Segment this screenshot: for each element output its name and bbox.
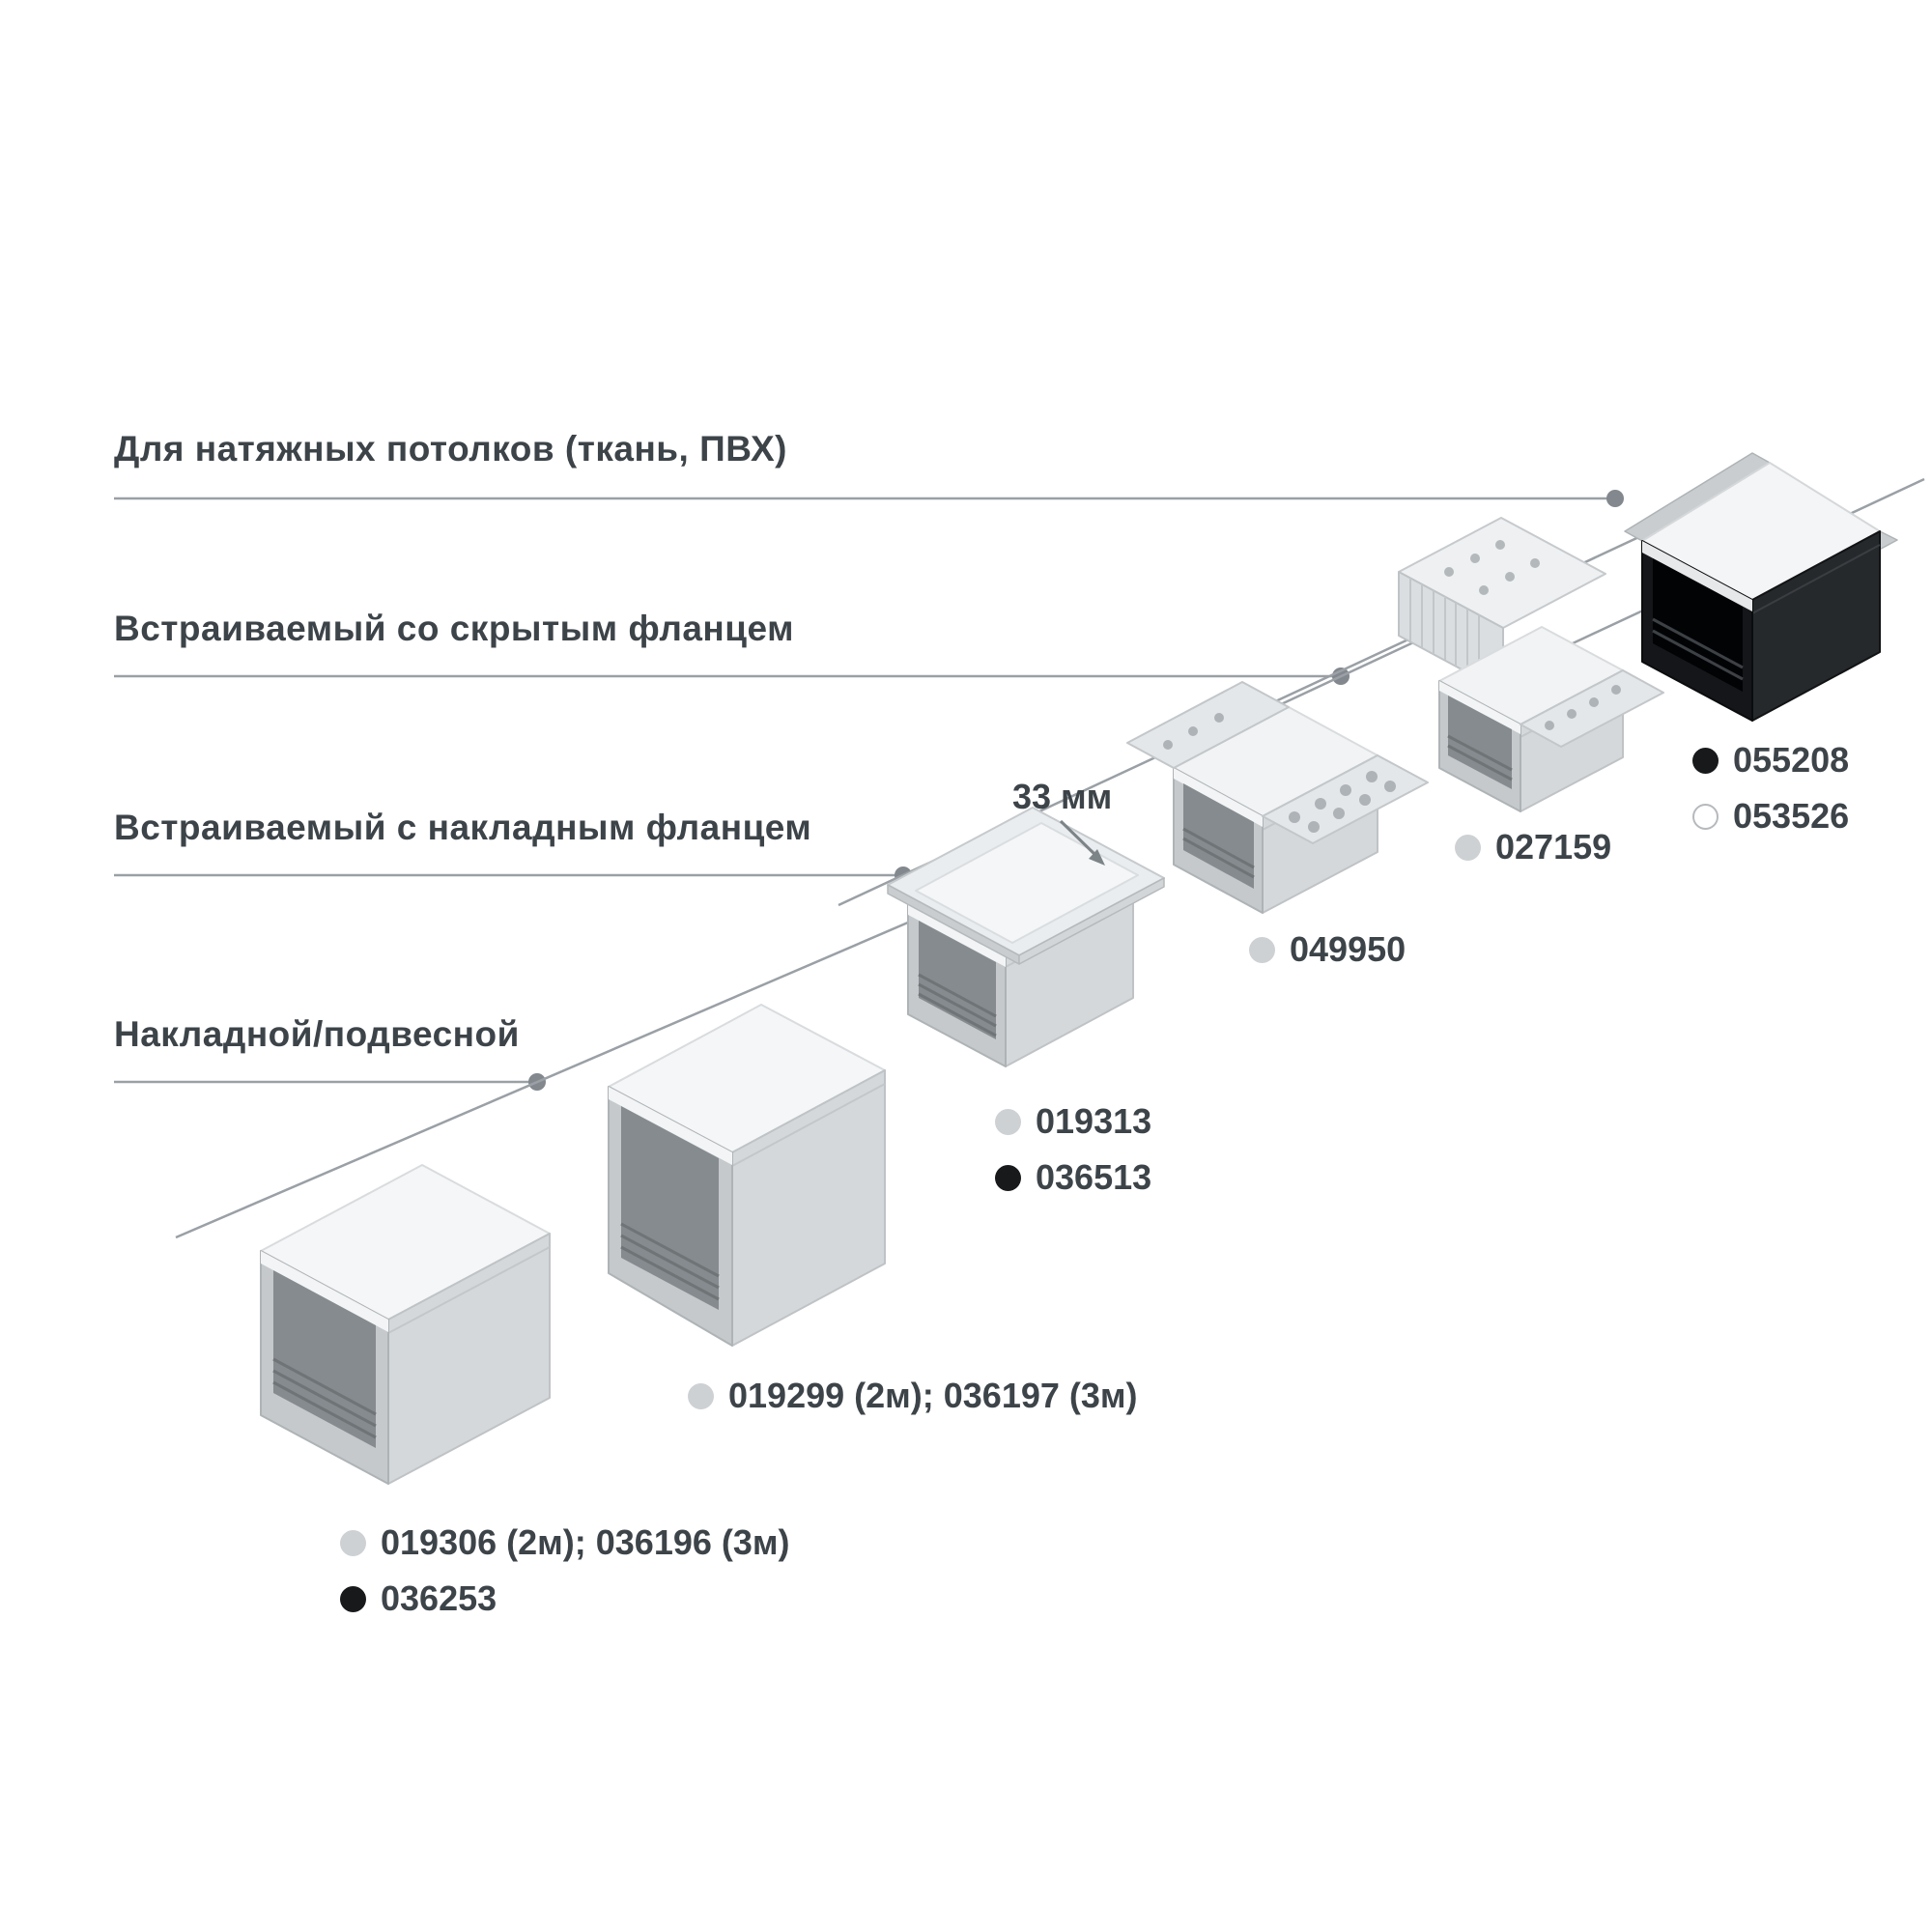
product-code-text: 036513 xyxy=(1036,1157,1152,1197)
product-code-text: 027159 xyxy=(1495,827,1612,867)
marker-dot-icon xyxy=(1692,803,1719,830)
marker-dot-icon xyxy=(688,1382,714,1409)
product-code-item: 053526 xyxy=(1692,796,1849,837)
product-code-item: 027159 xyxy=(1455,827,1611,867)
product-code-text: 053526 xyxy=(1733,796,1850,836)
dimension-label: 33 мм xyxy=(1012,777,1113,816)
guide-line-surface-mounted xyxy=(175,894,972,1239)
marker-dot-icon xyxy=(340,1585,366,1612)
recessed-flange-perforated-profile-illustration xyxy=(1126,681,1429,914)
product-code-item: 055208 xyxy=(1692,740,1849,781)
product-code-text: 055208 xyxy=(1733,740,1850,780)
pointer-line-hidden-flange xyxy=(114,668,1350,685)
category-label-stretch-ceiling: Для натяжных потолков (ткань, ПВХ) xyxy=(114,429,788,469)
product-code-text: 019299 (2м); 036197 (3м) xyxy=(728,1376,1138,1415)
category-label-hidden-flange: Встраиваемый со скрытым фланцем xyxy=(114,609,794,648)
surface-profile-large-illustration xyxy=(260,1164,551,1485)
product-code-item: 036253 xyxy=(340,1578,497,1619)
recessed-hidden-flange-profile-illustration xyxy=(1398,517,1664,812)
category-label-surface-flange: Встраиваемый с накладным фланцем xyxy=(114,808,812,847)
pointer-line-stretch-ceiling xyxy=(114,490,1624,507)
surface-profile-tall-illustration xyxy=(608,1004,886,1347)
marker-dot-icon xyxy=(1455,834,1481,861)
product-code-item: 019306 (2м); 036196 (3м) xyxy=(340,1522,790,1563)
marker-dot-icon xyxy=(1692,747,1719,774)
category-label-surface-mounted: Накладной/подвесной xyxy=(114,1014,520,1054)
marker-dot-icon xyxy=(340,1529,366,1556)
product-code-text: 019306 (2м); 036196 (3м) xyxy=(381,1522,790,1562)
marker-dot-icon xyxy=(1249,936,1275,963)
marker-dot-icon xyxy=(995,1108,1021,1135)
pointer-line-surface-mounted xyxy=(114,1073,546,1091)
product-code-text: 036253 xyxy=(381,1578,497,1618)
product-code-item: 019313 xyxy=(995,1101,1151,1142)
product-code-item: 019299 (2м); 036197 (3м) xyxy=(688,1376,1138,1416)
product-code-text: 019313 xyxy=(1036,1101,1152,1141)
product-code-text: 049950 xyxy=(1290,929,1406,969)
stretch-ceiling-profile-illustration xyxy=(1624,452,1898,722)
product-code-item: 036513 xyxy=(995,1157,1151,1198)
product-code-item: 049950 xyxy=(1249,929,1406,970)
dimension-arrow xyxy=(1059,819,1105,866)
pointer-line-surface-flange xyxy=(114,867,912,884)
recessed-flange-profile-illustration xyxy=(887,807,1165,1067)
marker-dot-icon xyxy=(995,1164,1021,1191)
